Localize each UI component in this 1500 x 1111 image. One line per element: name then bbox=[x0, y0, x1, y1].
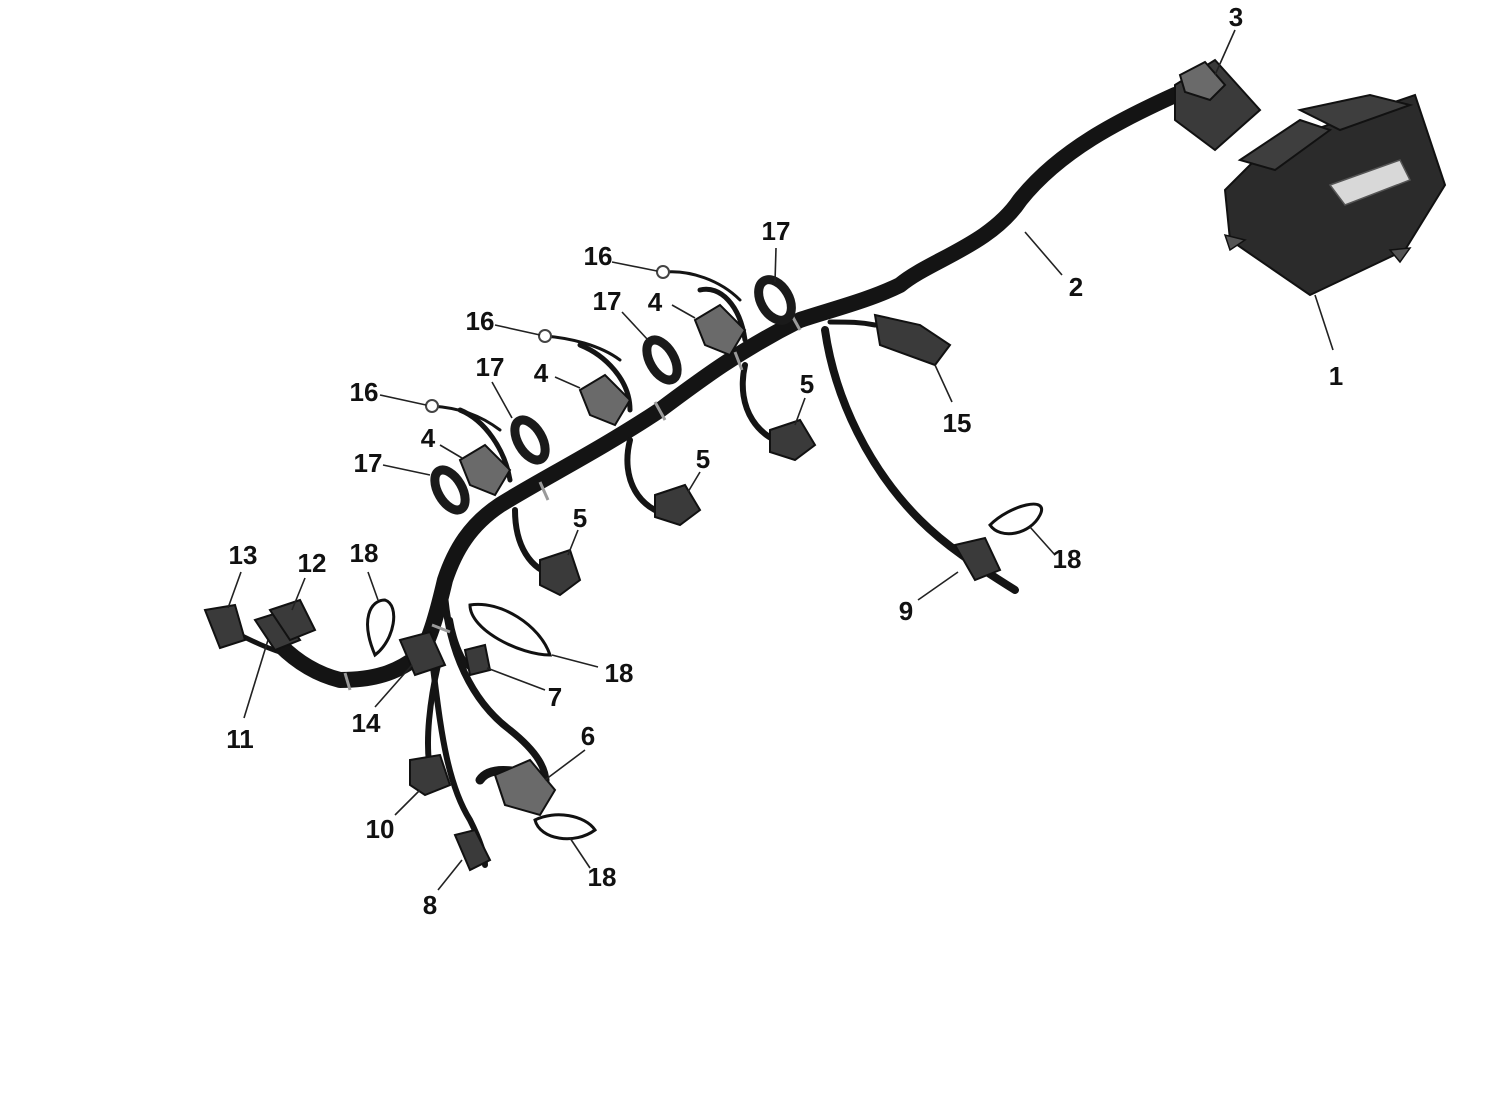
callout-17-c: 17 bbox=[476, 352, 505, 382]
misc-connectors bbox=[203, 313, 1002, 872]
callout-18-d: 18 bbox=[350, 538, 379, 568]
callout-2: 2 bbox=[1069, 272, 1083, 302]
callout-5-c: 5 bbox=[573, 503, 587, 533]
callout-5-b: 5 bbox=[696, 444, 710, 474]
ground-wires bbox=[425, 265, 742, 432]
callout-6: 6 bbox=[581, 721, 595, 751]
callout-16-c: 16 bbox=[350, 377, 379, 407]
callout-12: 12 bbox=[298, 548, 327, 578]
sensor-6 bbox=[475, 758, 557, 817]
callout-3: 3 bbox=[1229, 2, 1243, 32]
cable-ties bbox=[430, 275, 796, 515]
callout-18-b: 18 bbox=[605, 658, 634, 688]
callout-16-b: 16 bbox=[466, 306, 495, 336]
ecm-connector bbox=[1174, 58, 1262, 152]
callout-9: 9 bbox=[899, 596, 913, 626]
callout-14: 14 bbox=[352, 708, 381, 738]
callout-17-b: 17 bbox=[593, 286, 622, 316]
callout-4-c: 4 bbox=[421, 423, 436, 453]
callout-15: 15 bbox=[943, 408, 972, 438]
callout-labels: 1 2 3 4 4 4 5 5 5 6 7 8 9 10 11 12 13 14… bbox=[226, 2, 1343, 920]
callout-17-a: 17 bbox=[762, 216, 791, 246]
callout-13: 13 bbox=[229, 540, 258, 570]
ignition-connectors bbox=[458, 303, 747, 497]
callout-11: 11 bbox=[226, 724, 254, 754]
callout-8: 8 bbox=[423, 890, 437, 920]
callout-18-a: 18 bbox=[1053, 544, 1082, 574]
callout-18-c: 18 bbox=[588, 862, 617, 892]
callout-7: 7 bbox=[548, 682, 562, 712]
ecm-module bbox=[1223, 93, 1447, 297]
callout-10: 10 bbox=[366, 814, 395, 844]
callout-5-a: 5 bbox=[800, 369, 814, 399]
callout-1: 1 bbox=[1329, 361, 1343, 391]
main-harness bbox=[227, 87, 1183, 868]
callout-16-a: 16 bbox=[584, 241, 613, 271]
tie-wrap-loops bbox=[366, 502, 1044, 841]
injector-connectors bbox=[539, 418, 817, 597]
callout-17-d: 17 bbox=[354, 448, 383, 478]
callout-4-b: 4 bbox=[534, 358, 549, 388]
leader-lines bbox=[227, 29, 1334, 891]
callout-4-a: 4 bbox=[648, 287, 663, 317]
